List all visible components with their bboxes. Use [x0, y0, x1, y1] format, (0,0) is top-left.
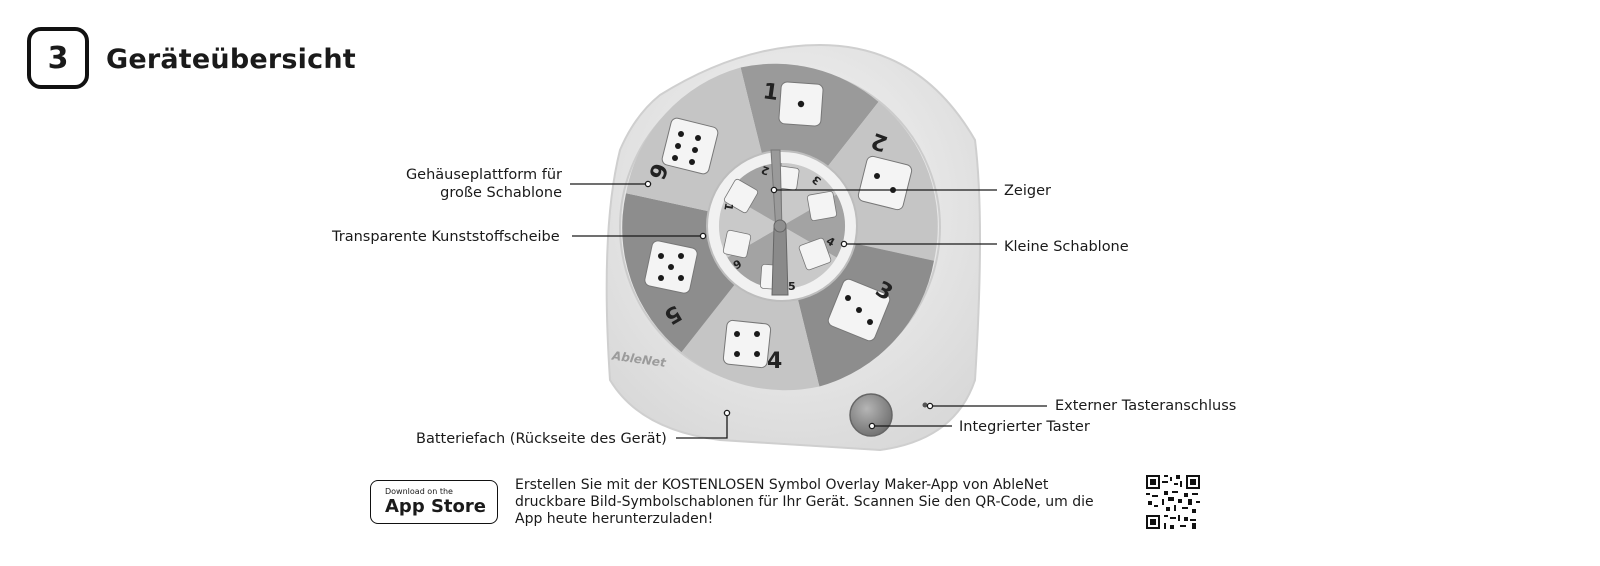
wheel-number-1: 1	[761, 79, 780, 106]
promo-line-3: App heute herunterzuladen!	[515, 511, 714, 527]
external-port-shape	[922, 402, 928, 408]
app-store-badge[interactable]: Download on the App Store	[370, 480, 498, 524]
app-store-small-text: Download on the	[385, 487, 453, 496]
promo-text: Erstellen Sie mit der KOSTENLOSEN Symbol…	[515, 477, 1135, 528]
step-number: 3	[47, 40, 69, 76]
callout-battery: Batteriefach (Rückseite des Gerät)	[416, 431, 667, 447]
app-store-big-text: App Store	[385, 496, 486, 517]
callout-platform-line1: Gehäuseplattform für	[405, 167, 562, 183]
integrated-button-shape	[849, 393, 893, 437]
small-number-2: 2	[760, 163, 772, 178]
small-number-5: 5	[788, 280, 796, 293]
promo-line-2: druckbare Bild-Symbolschablonen für Ihr …	[515, 494, 1094, 510]
callout-pointer: Zeiger	[1004, 183, 1051, 199]
qr-code[interactable]	[1146, 475, 1200, 529]
section-title: Geräteübersicht	[106, 44, 356, 75]
callout-platform: Gehäuseplattform für große Schablone	[372, 166, 562, 202]
callout-platform-line2: große Schablone	[440, 185, 562, 201]
promo-line-1: Erstellen Sie mit der KOSTENLOSEN Symbol…	[515, 477, 1049, 493]
callout-small-template: Kleine Schablone	[1004, 239, 1129, 255]
wheel-number-4: 4	[767, 349, 782, 374]
small-number-1: 1	[721, 202, 735, 212]
callout-external-port: Externer Tasteranschluss	[1055, 398, 1237, 414]
callout-transparent-disc: Transparente Kunststoffscheibe	[332, 229, 560, 245]
step-number-box: 3	[27, 27, 89, 89]
small-template-wheel: 2 3 4 5 6 1	[718, 163, 846, 293]
callout-integrated-button: Integrierter Taster	[959, 419, 1090, 435]
